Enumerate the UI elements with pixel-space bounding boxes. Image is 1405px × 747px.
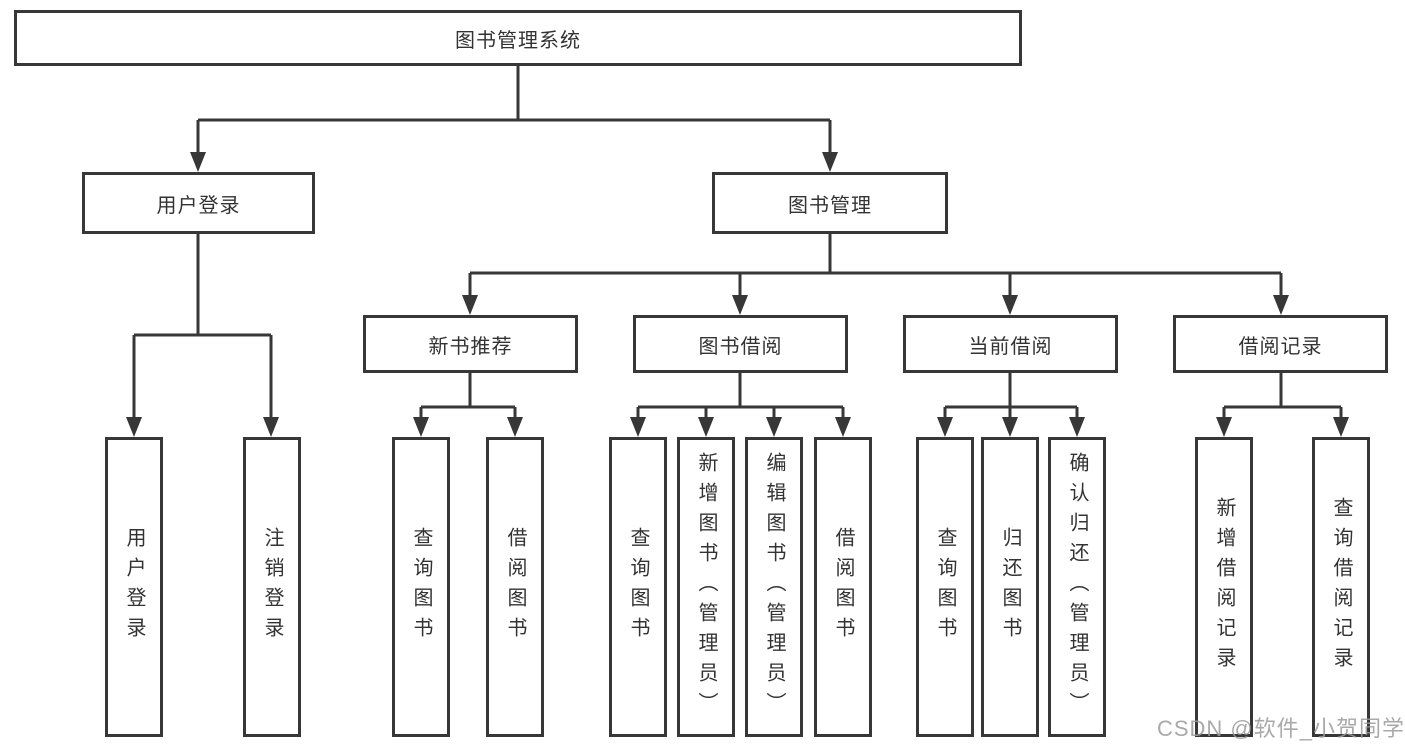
node-borrow-records: 借阅记录 (1173, 315, 1388, 373)
leaf-user-login: 用户登录 (105, 437, 163, 737)
leaf-confirm-return-admin: 确认归还（管理员） (1048, 437, 1106, 737)
leaf-add-borrow-record: 新增借阅记录 (1195, 437, 1253, 737)
leaf-query-books-recommend: 查询图书 (392, 437, 450, 737)
leaf-query-books-borrow-label: 查询图书 (627, 527, 649, 647)
node-book-borrow-label: 图书借阅 (698, 335, 783, 358)
csdn-watermark: CSDN @软件_小贺同学 (1156, 716, 1405, 741)
leaf-query-borrow-record: 查询借阅记录 (1312, 437, 1370, 737)
leaf-logout-label: 注销登录 (261, 527, 283, 647)
leaf-query-books-current: 查询图书 (916, 437, 974, 737)
leaf-query-borrow-record-label: 查询借阅记录 (1330, 497, 1352, 677)
node-book-management-label: 图书管理 (788, 194, 872, 217)
node-book-management: 图书管理 (712, 172, 948, 234)
leaf-add-books-admin-label: 新增图书（管理员） (695, 452, 717, 722)
leaf-edit-books-admin: 编辑图书（管理员） (745, 437, 803, 737)
leaf-logout: 注销登录 (243, 437, 301, 737)
node-current-borrow: 当前借阅 (903, 315, 1118, 373)
node-user-login-label: 用户登录 (156, 194, 241, 217)
node-current-borrow-label: 当前借阅 (968, 335, 1053, 358)
leaf-add-books-admin: 新增图书（管理员） (677, 437, 735, 737)
leaf-borrow-books-recommend-label: 借阅图书 (504, 527, 526, 647)
node-new-book-recommend: 新书推荐 (363, 315, 578, 373)
leaf-user-login-label: 用户登录 (123, 527, 145, 647)
leaf-query-books-borrow: 查询图书 (609, 437, 667, 737)
leaf-confirm-return-admin-label: 确认归还（管理员） (1066, 452, 1088, 722)
node-user-login: 用户登录 (82, 172, 315, 234)
leaf-borrow-books-recommend: 借阅图书 (486, 437, 544, 737)
leaf-borrow-books: 借阅图书 (814, 437, 872, 737)
node-new-book-recommend-label: 新书推荐 (428, 335, 513, 358)
node-borrow-records-label: 借阅记录 (1238, 335, 1323, 358)
node-book-borrow: 图书借阅 (633, 315, 848, 373)
leaf-return-books-label: 归还图书 (999, 527, 1021, 647)
leaf-add-borrow-record-label: 新增借阅记录 (1213, 497, 1235, 677)
node-root-label: 图书管理系统 (455, 29, 581, 52)
leaf-borrow-books-label: 借阅图书 (832, 527, 854, 647)
leaf-query-books-recommend-label: 查询图书 (410, 527, 432, 647)
leaf-edit-books-admin-label: 编辑图书（管理员） (763, 452, 785, 722)
leaf-query-books-current-label: 查询图书 (934, 527, 956, 647)
node-root: 图书管理系统 (14, 10, 1022, 66)
leaf-return-books: 归还图书 (981, 437, 1039, 737)
